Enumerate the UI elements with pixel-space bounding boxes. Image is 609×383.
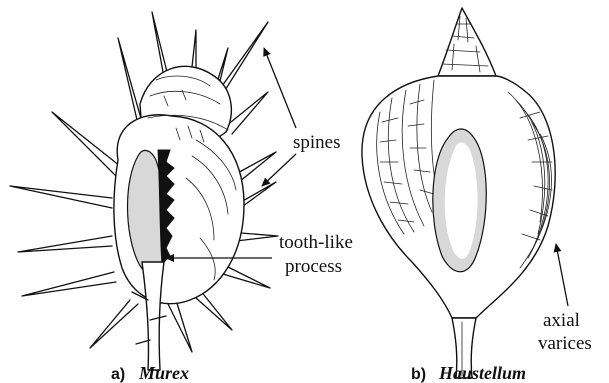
label-varices: varices xyxy=(538,333,592,354)
haustellum-shell-drawing xyxy=(362,8,555,378)
label-spines: spines xyxy=(293,132,341,153)
caption-name-murex: Murex xyxy=(138,363,189,383)
label-axial: axial xyxy=(543,310,580,331)
caption-murex: a) Murex xyxy=(111,363,189,383)
callout-spines: spines xyxy=(262,48,341,186)
murex-siphonal-canal xyxy=(142,262,164,370)
label-tooth-like: tooth-like xyxy=(279,232,353,253)
murex-shell-drawing xyxy=(10,12,278,370)
label-process: process xyxy=(285,256,342,277)
caption-letter-a: a) xyxy=(111,366,125,383)
caption-haustellum: b) Haustellum xyxy=(411,363,526,383)
caption-letter-b: b) xyxy=(411,366,426,383)
caption-name-haustellum: Haustellum xyxy=(438,363,526,383)
callout-axial-varices: axial varices xyxy=(538,244,592,354)
